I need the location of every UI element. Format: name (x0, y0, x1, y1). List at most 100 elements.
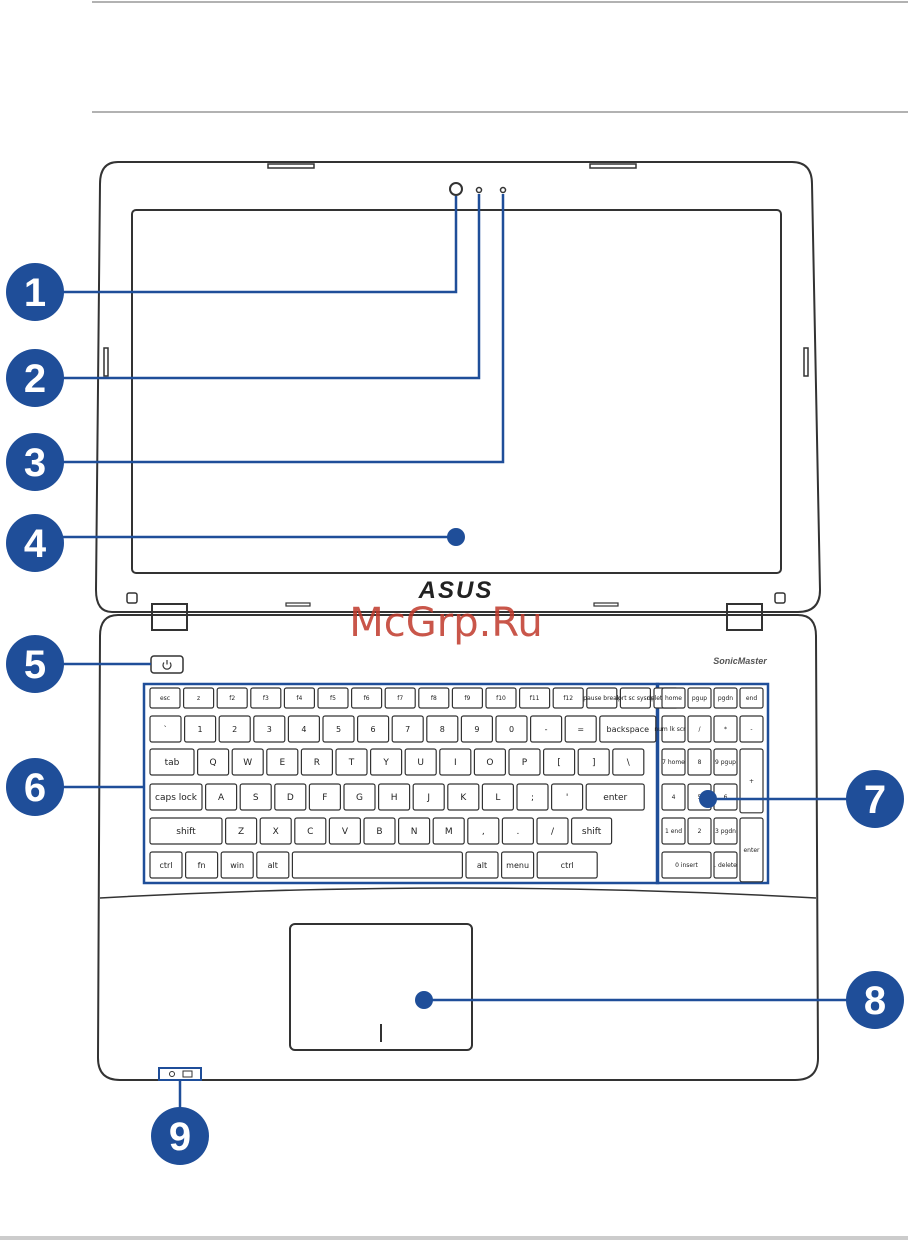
key-o[interactable]: O (473, 748, 506, 776)
key-1-end[interactable]: 1 end (661, 817, 686, 845)
key-z[interactable]: Z (225, 817, 258, 845)
key-bottom_row-8[interactable]: , (467, 817, 500, 845)
key-enter[interactable]: enter (585, 783, 645, 811)
key-q[interactable]: Q (197, 748, 230, 776)
key-fn[interactable]: fn (185, 851, 219, 879)
key-alt[interactable]: alt (465, 851, 499, 879)
key-menu[interactable]: menu (501, 851, 535, 879)
key-r[interactable]: R (300, 748, 333, 776)
key-e[interactable]: E (266, 748, 299, 776)
key-top_row-11[interactable]: [ (542, 748, 576, 776)
key-k[interactable]: K (447, 783, 480, 811)
key-z[interactable]: z (183, 687, 215, 709)
key-7-home[interactable]: 7 home (661, 748, 686, 776)
key-b[interactable]: B (363, 817, 396, 845)
key-a[interactable]: A (205, 783, 238, 811)
key-4[interactable]: 4 (287, 715, 320, 743)
key-f4[interactable]: f4 (283, 687, 315, 709)
key-backspace[interactable]: backspace (599, 715, 657, 743)
key-enter[interactable]: enter (739, 817, 764, 883)
key-m[interactable]: M (432, 817, 465, 845)
key-6[interactable]: 6 (357, 715, 390, 743)
key-d[interactable]: D (274, 783, 307, 811)
key-f8[interactable]: f8 (418, 687, 450, 709)
key-num_row-0[interactable]: ` (149, 715, 182, 743)
key-0[interactable]: 0 (495, 715, 528, 743)
key-pgdn[interactable]: pgdn (713, 687, 738, 709)
key-numpad-row1-2[interactable]: * (713, 715, 738, 743)
key-p[interactable]: P (508, 748, 541, 776)
key-pause-break[interactable]: pause break (583, 687, 621, 709)
key-win[interactable]: win (220, 851, 254, 879)
key-x[interactable]: X (259, 817, 292, 845)
key-shift[interactable]: shift (149, 817, 223, 845)
key-label: Z (238, 827, 244, 837)
key-f11[interactable]: f11 (518, 687, 551, 709)
key-w[interactable]: W (231, 748, 264, 776)
key-end[interactable]: end (739, 687, 764, 709)
key-bottom_row-9[interactable]: . (501, 817, 534, 845)
key-1[interactable]: 1 (184, 715, 217, 743)
key-f3[interactable]: f3 (250, 687, 282, 709)
key-9[interactable]: 9 (460, 715, 493, 743)
key-esc[interactable]: esc (149, 687, 181, 709)
key-l[interactable]: L (481, 783, 514, 811)
key-j[interactable]: J (412, 783, 445, 811)
key-numpad-row2-3[interactable]: + (739, 748, 764, 814)
key-f[interactable]: F (308, 783, 341, 811)
touchpad[interactable] (289, 923, 473, 1051)
key-space_row-4[interactable] (291, 851, 463, 879)
key-8[interactable]: 8 (687, 748, 712, 776)
key-f10[interactable]: f10 (485, 687, 517, 709)
key-f9[interactable]: f9 (451, 687, 483, 709)
key-delete[interactable]: . delete (713, 851, 738, 879)
key-0-insert[interactable]: 0 insert (661, 851, 712, 879)
key-numpad-row1-1[interactable]: / (687, 715, 712, 743)
key-s[interactable]: S (239, 783, 272, 811)
key-home[interactable]: home (661, 687, 686, 709)
key-alt[interactable]: alt (256, 851, 290, 879)
key-shift[interactable]: shift (570, 817, 613, 845)
key-num_row-11[interactable]: - (529, 715, 563, 743)
key-8[interactable]: 8 (426, 715, 459, 743)
key-top_row-13[interactable]: \ (612, 748, 645, 776)
key-h[interactable]: H (378, 783, 411, 811)
key-3[interactable]: 3 (253, 715, 286, 743)
status-indicators (158, 1067, 202, 1081)
key-g[interactable]: G (343, 783, 376, 811)
key-home_row-10[interactable]: ; (516, 783, 549, 811)
key-pgup[interactable]: pgup (687, 687, 712, 709)
key-f7[interactable]: f7 (384, 687, 416, 709)
key-f5[interactable]: f5 (317, 687, 349, 709)
key-3-pgdn[interactable]: 3 pgdn (713, 817, 738, 845)
key-label: 9 pgup (715, 759, 736, 766)
key-f2[interactable]: f2 (216, 687, 248, 709)
key-tab[interactable]: tab (149, 748, 195, 776)
key-c[interactable]: C (294, 817, 327, 845)
key-7[interactable]: 7 (391, 715, 424, 743)
key-ctrl[interactable]: ctrl (536, 851, 598, 879)
key-ctrl[interactable]: ctrl (149, 851, 183, 879)
key-n[interactable]: N (398, 817, 431, 845)
key-numpad-row1-3[interactable]: - (739, 715, 764, 743)
key-4[interactable]: 4 (661, 783, 686, 811)
key-6[interactable]: 6 (713, 783, 738, 811)
key-caps-lock[interactable]: caps lock (149, 783, 203, 811)
key-5[interactable]: 5 (322, 715, 355, 743)
key-u[interactable]: U (404, 748, 437, 776)
key-y[interactable]: Y (370, 748, 403, 776)
key-9-pgup[interactable]: 9 pgup (713, 748, 738, 776)
key-num_row-12[interactable]: = (564, 715, 597, 743)
key-num-lk-scr-lk[interactable]: num lk scr lk (654, 715, 693, 743)
key-2[interactable]: 2 (687, 817, 712, 845)
key-f6[interactable]: f6 (351, 687, 383, 709)
key-bottom_row-10[interactable]: / (536, 817, 569, 845)
key-2[interactable]: 2 (218, 715, 251, 743)
key-i[interactable]: I (439, 748, 472, 776)
key-t[interactable]: T (335, 748, 368, 776)
key-v[interactable]: V (328, 817, 361, 845)
key-home_row-11[interactable]: ' (550, 783, 584, 811)
key-top_row-12[interactable]: ] (577, 748, 610, 776)
key-f12[interactable]: f12 (552, 687, 584, 709)
key-prt-sc-sysrq[interactable]: prt sc sysrq (618, 687, 653, 709)
